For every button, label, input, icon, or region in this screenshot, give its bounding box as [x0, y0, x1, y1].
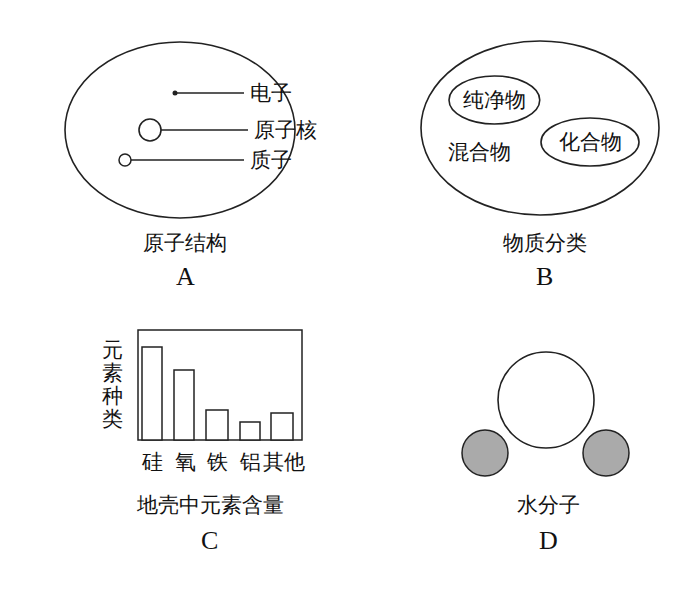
- ellipse-outline: [420, 40, 660, 216]
- bar: [206, 410, 228, 440]
- proton-circle: [119, 154, 131, 166]
- part-label: 质子: [250, 148, 292, 172]
- compound-ellipse: 化合物: [540, 117, 640, 167]
- bar: [142, 347, 162, 440]
- caption: 原子结构: [143, 231, 227, 255]
- bar: [174, 370, 194, 440]
- part-label: 电子: [250, 81, 292, 105]
- node-text: 混合物: [448, 140, 511, 164]
- bar: [240, 422, 260, 440]
- panel-letter: A: [176, 262, 195, 292]
- chart-frame: [138, 330, 302, 440]
- axis-label: 其他: [263, 450, 305, 474]
- hydrogen-atom: [462, 430, 508, 476]
- oxygen-atom: [498, 352, 594, 448]
- panel-letter: B: [536, 262, 553, 292]
- caption: 水分子: [517, 493, 580, 517]
- part-label: 原子核: [254, 118, 317, 142]
- axis-label: 氧: [175, 450, 196, 474]
- hydrogen-atom: [583, 430, 629, 476]
- panel-letter: D: [539, 526, 558, 556]
- mixture-ellipse: 混合物 纯净物化合物: [420, 40, 660, 216]
- caption: 地壳中元素含量: [137, 493, 284, 517]
- leader-line: [131, 159, 244, 161]
- leader-line: [161, 129, 248, 131]
- axis-label: 硅: [142, 450, 163, 474]
- panel-letter: C: [201, 526, 218, 556]
- bar: [271, 413, 293, 440]
- nucleus-circle: [139, 119, 161, 141]
- axis-label: 铝: [240, 450, 261, 474]
- node-text: 化合物: [559, 130, 622, 154]
- axis-title: 元素种类: [102, 339, 123, 431]
- axis-label: 铁: [207, 450, 228, 474]
- caption: 物质分类: [503, 231, 587, 255]
- pure-substance-ellipse: 纯净物: [448, 75, 541, 125]
- leader-line: [175, 92, 244, 94]
- node-text: 纯净物: [463, 88, 526, 112]
